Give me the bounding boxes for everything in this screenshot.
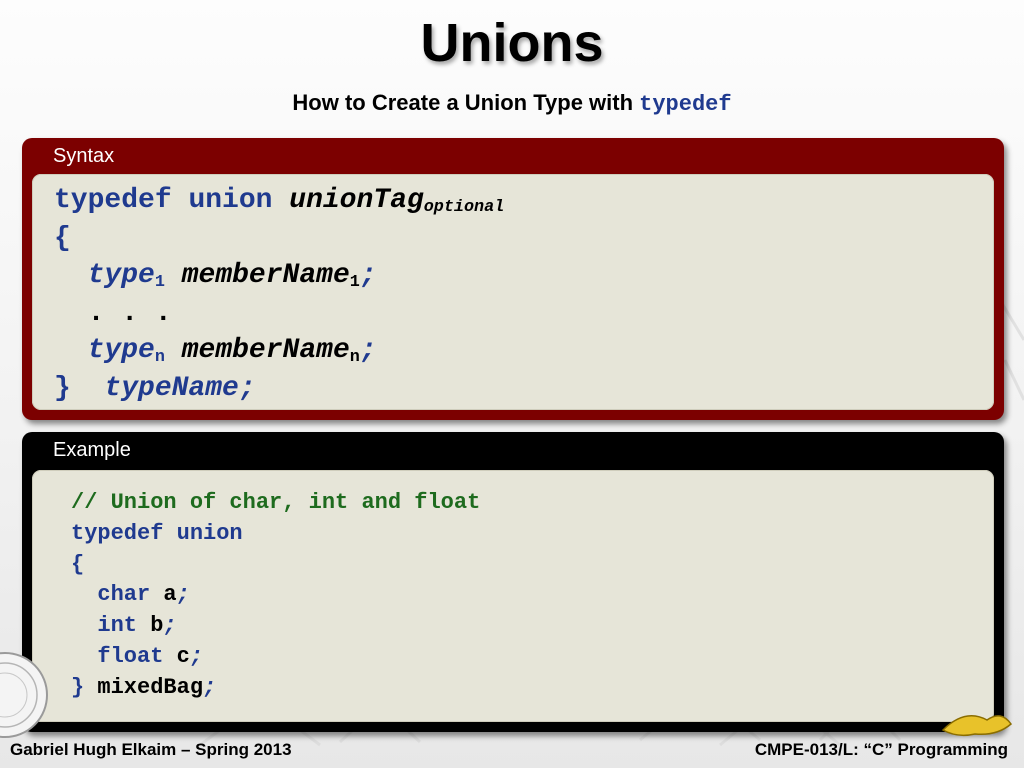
code-keyword: typedef: [71, 520, 164, 546]
example-panel-body: // Union of char, int and float typedef u…: [32, 470, 994, 722]
code-line: float c;: [71, 642, 480, 673]
syntax-panel: Syntax typedef union unionTagoptional{ t…: [22, 138, 1004, 420]
code-line: int b;: [71, 611, 480, 642]
syntax-code-block: typedef union unionTagoptional{ type1 me…: [54, 182, 504, 407]
code-semicolon: ;: [203, 674, 217, 700]
code-type: float: [97, 643, 164, 669]
code-line: {: [71, 550, 480, 581]
code-type: type: [87, 260, 155, 291]
code-brace: {: [54, 222, 71, 254]
code-semicolon: ;: [359, 260, 377, 291]
code-semicolon: ;: [163, 613, 177, 639]
code-ellipsis: . . .: [87, 297, 172, 329]
code-keyword: union: [176, 520, 243, 546]
code-identifier: a: [163, 582, 177, 608]
mascot-logo-icon: [941, 715, 1013, 737]
code-semicolon: ;: [176, 582, 190, 608]
code-identifier: memberName: [181, 260, 350, 291]
code-line: } typeName;: [54, 370, 504, 408]
code-identifier: b: [150, 613, 164, 639]
code-brace: {: [71, 551, 85, 577]
syntax-panel-body: typedef union unionTagoptional{ type1 me…: [32, 174, 994, 410]
university-seal-icon: [0, 652, 48, 738]
code-keyword: typedef: [54, 185, 172, 216]
code-identifier: unionTag: [289, 185, 424, 216]
code-identifier: c: [176, 643, 190, 669]
code-semicolon: ;: [359, 335, 377, 366]
code-line: type1 memberName1;: [54, 257, 504, 295]
subtitle-text: How to Create a Union Type with: [292, 90, 640, 115]
slide-title: Unions: [420, 13, 604, 73]
code-line: char a;: [71, 580, 480, 611]
code-line: {: [54, 220, 504, 258]
syntax-panel-label: Syntax: [53, 145, 115, 167]
code-subscript: optional: [423, 198, 505, 218]
example-panel: Example // Union of char, int and float t…: [22, 432, 1004, 732]
example-code-block: // Union of char, int and float typedef u…: [71, 488, 480, 704]
code-comment: // Union of char, int and float: [71, 490, 481, 515]
code-line: . . .: [54, 295, 504, 333]
subtitle-code: typedef: [639, 92, 732, 117]
code-line: typedef union: [71, 519, 480, 550]
code-keyword: union: [188, 185, 273, 216]
code-subscript: n: [154, 348, 165, 368]
code-type: type: [87, 335, 155, 366]
code-semicolon: ;: [189, 643, 204, 669]
code-subscript: n: [349, 348, 360, 368]
code-subscript: 1: [154, 273, 165, 293]
code-line: } mixedBag;: [71, 673, 480, 704]
code-brace: }: [54, 372, 71, 404]
code-semicolon: ;: [238, 372, 256, 404]
footer-course: CMPE-013/L: “C” Programming: [754, 740, 1008, 759]
code-type: int: [97, 613, 138, 639]
code-line: typen memberNamen;: [54, 332, 504, 370]
footer-author: Gabriel Hugh Elkaim – Spring 2013: [10, 740, 292, 759]
code-identifier: memberName: [181, 335, 350, 366]
code-brace: }: [71, 674, 85, 700]
example-panel-label: Example: [53, 439, 131, 461]
code-subscript: 1: [349, 273, 360, 293]
code-identifier: typeName: [104, 372, 239, 404]
code-line: typedef union unionTagoptional: [54, 182, 504, 220]
code-identifier: mixedBag: [97, 674, 204, 700]
slide-subtitle: How to Create a Union Type with typedef: [0, 90, 1024, 117]
code-type: char: [97, 582, 151, 608]
